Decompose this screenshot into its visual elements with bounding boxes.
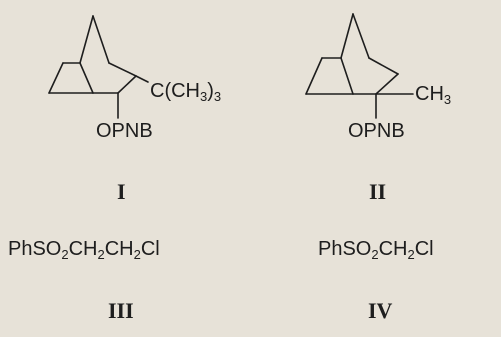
compound-II-substituent: CH3 [415, 83, 452, 107]
bond-c3-c2 [117, 75, 137, 94]
compound-II-numeral: II [369, 179, 387, 204]
bond-c4-c1-bridge [79, 62, 94, 94]
compound-I-ester: OPNB [96, 120, 153, 142]
compound-IV-formula: PhSO2CH2Cl [318, 238, 434, 262]
compound-III-formula: PhSO2CH2CH2Cl [8, 238, 160, 262]
compound-I-bonds [48, 15, 149, 119]
bond-c2-c1 [108, 62, 137, 77]
bond-ii-c2-c1 [368, 57, 399, 75]
bond-ii-c7-c1 [340, 13, 354, 59]
compound-I-numeral: I [117, 179, 126, 204]
bond-c7-c4 [92, 15, 110, 64]
bond-ii-c7-c4 [352, 13, 370, 59]
compound-III-numeral: III [108, 298, 134, 323]
bond-ii-c4-c1-bridge [340, 57, 354, 95]
compound-I-substituent: C(CH3)3 [150, 80, 222, 104]
bond-ii-c3-c2 [375, 73, 399, 95]
compound-II-bonds [305, 13, 414, 119]
bond-ii-c6-c5 [305, 57, 323, 95]
compound-IV-numeral: IV [368, 298, 393, 323]
bond-c7-c1 [79, 15, 94, 64]
bond-c2-tbu [135, 75, 149, 83]
bond-c6-c5 [48, 62, 64, 94]
compound-II-ester: OPNB [348, 120, 405, 142]
